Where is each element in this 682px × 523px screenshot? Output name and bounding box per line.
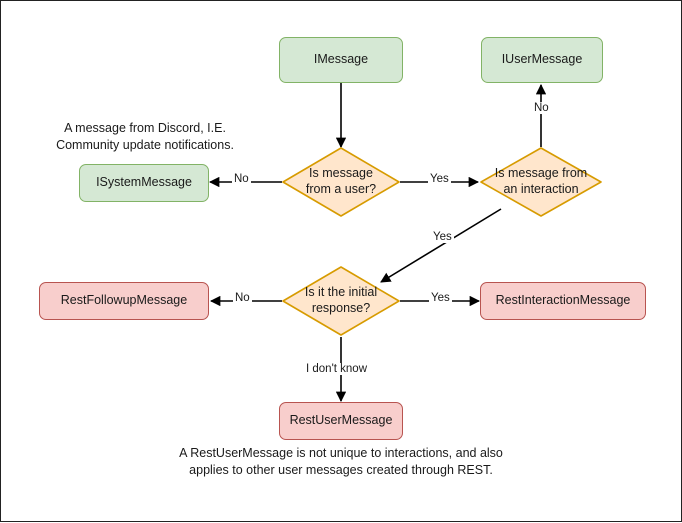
node-imessage-label: IMessage: [313, 52, 369, 67]
node-decision-initial-label: Is it the initial response?: [304, 285, 378, 315]
diamond-shape-user: [282, 147, 400, 217]
edge-label-user-no: No: [232, 173, 251, 185]
node-iusermessage[interactable]: IUserMessage: [481, 37, 603, 83]
edge-interaction-yes-initial: [380, 208, 502, 283]
node-decision-interaction[interactable]: Is message from an interaction: [479, 146, 603, 218]
node-imessage[interactable]: IMessage: [279, 37, 403, 83]
node-decision-interaction-label: Is message from an interaction: [494, 166, 588, 196]
note-rest-user-message: A RestUserMessage is not unique to inter…: [179, 446, 503, 477]
node-restinteractionmessage[interactable]: RestInteractionMessage: [480, 282, 646, 320]
edge-label-initial-yes: Yes: [429, 292, 452, 304]
node-restusermessage-label: RestUserMessage: [289, 413, 393, 428]
edge-label-interaction-yes: Yes: [431, 231, 454, 243]
node-decision-user-label: Is message from a user?: [305, 166, 377, 196]
note-system-message: A message from Discord, I.E. Community u…: [56, 121, 234, 152]
diamond-shape-interaction: [480, 147, 602, 217]
node-restfollowupmessage-label: RestFollowupMessage: [60, 293, 188, 308]
node-decision-user[interactable]: Is message from a user?: [281, 146, 401, 218]
edge-label-initial-no: No: [233, 292, 252, 304]
edge-label-initial-unknown: I don't know: [304, 363, 370, 375]
edge-label-interaction-no: No: [532, 102, 551, 114]
node-restinteractionmessage-label: RestInteractionMessage: [495, 293, 631, 308]
node-iusermessage-label: IUserMessage: [501, 52, 583, 67]
diamond-shape-initial: [282, 266, 400, 336]
node-decision-initial[interactable]: Is it the initial response?: [281, 265, 401, 337]
node-isystemmessage[interactable]: ISystemMessage: [79, 164, 209, 202]
node-restusermessage[interactable]: RestUserMessage: [279, 402, 403, 440]
node-isystemmessage-label: ISystemMessage: [96, 175, 192, 190]
edge-label-user-yes: Yes: [428, 173, 451, 185]
node-restfollowupmessage[interactable]: RestFollowupMessage: [39, 282, 209, 320]
